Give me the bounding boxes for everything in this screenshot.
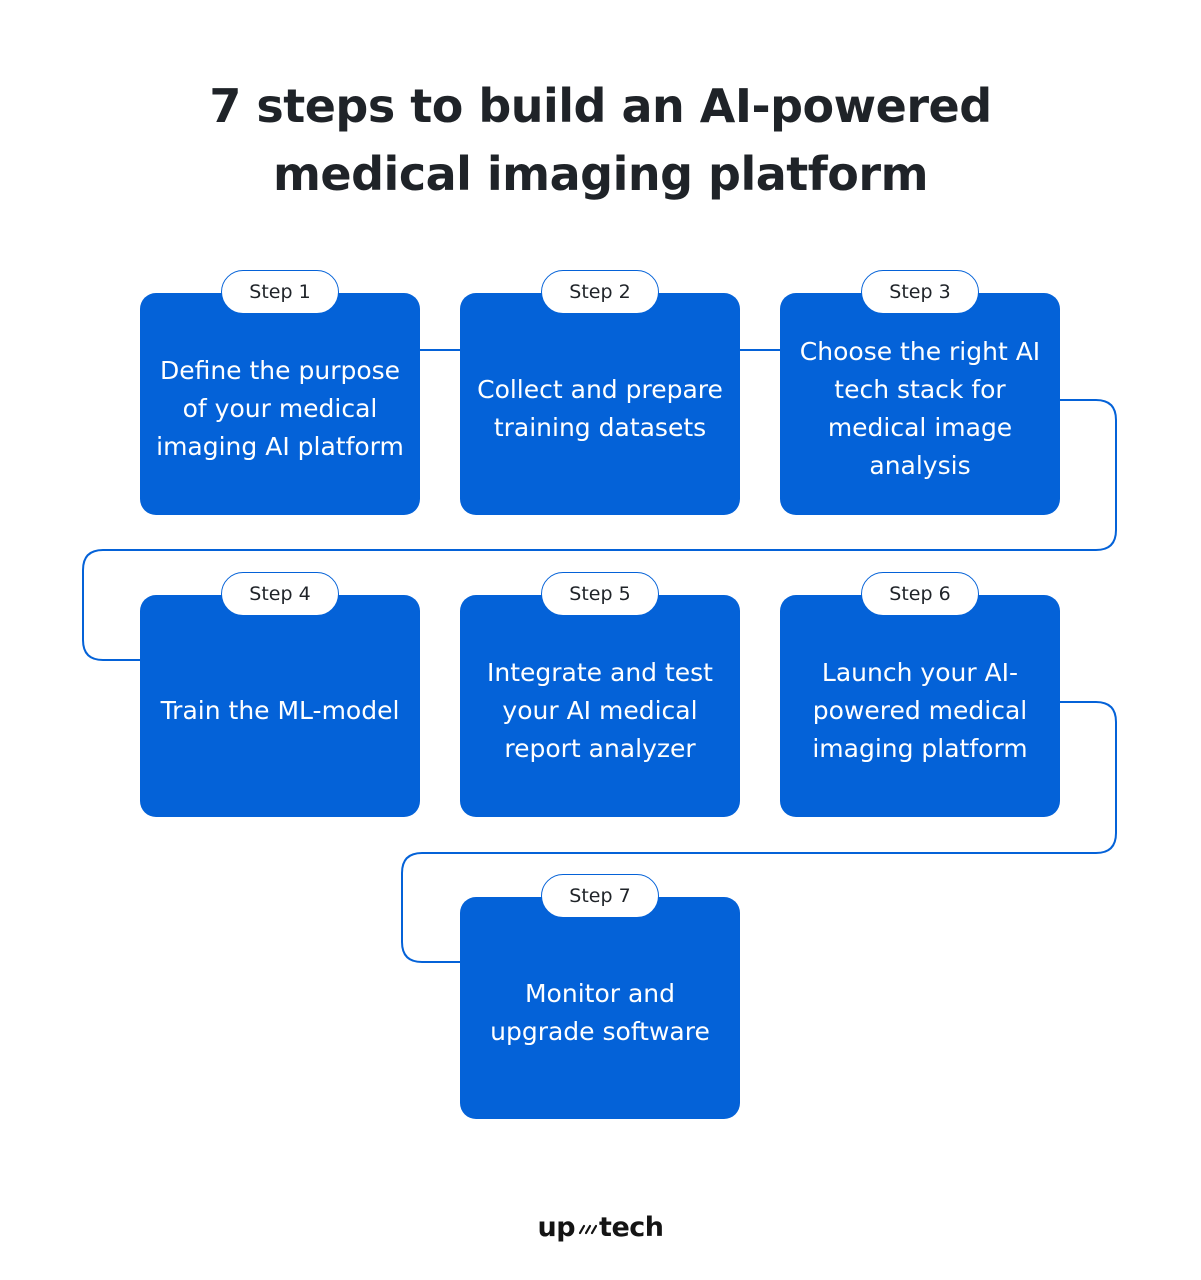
step-4-badge: Step 4 [221, 572, 339, 616]
logo-mark-icon [578, 1224, 598, 1234]
step-2-card: Collect and prepare training datasets [460, 293, 740, 515]
step-4-card: Train the ML-model [140, 595, 420, 817]
step-1-text: Define the purpose of your medical imagi… [156, 356, 404, 461]
title-line-2: medical imaging platform [273, 147, 929, 201]
step-7-card: Monitor and upgrade software [460, 897, 740, 1119]
page-title: 7 steps to build an AI-powered medical i… [0, 72, 1201, 208]
step-1-card: Define the purpose of your medical imagi… [140, 293, 420, 515]
step-6-text: Launch your AI-powered medical imaging p… [812, 658, 1028, 763]
step-7-text: Monitor and upgrade software [490, 979, 710, 1046]
step-2-text: Collect and prepare training datasets [477, 375, 723, 442]
step-5-text: Integrate and test your AI medical repor… [487, 658, 713, 763]
step-7-badge: Step 7 [541, 874, 659, 918]
step-1-badge: Step 1 [221, 270, 339, 314]
step-6-badge: Step 6 [861, 572, 979, 616]
step-5-card: Integrate and test your AI medical repor… [460, 595, 740, 817]
connector-step3-step4 [82, 399, 1117, 661]
step-5-badge: Step 5 [541, 572, 659, 616]
logo-text-left: up [537, 1212, 576, 1243]
step-3-text: Choose the right AI tech stack for medic… [799, 337, 1041, 480]
step-4-text: Train the ML-model [160, 696, 400, 725]
step-3-badge: Step 3 [861, 270, 979, 314]
title-line-1: 7 steps to build an AI-powered [209, 79, 992, 133]
logo-text-right: tech [599, 1212, 664, 1243]
connector-step6-step7 [401, 701, 1117, 963]
step-6-card: Launch your AI-powered medical imaging p… [780, 595, 1060, 817]
step-2-badge: Step 2 [541, 270, 659, 314]
step-3-card: Choose the right AI tech stack for medic… [780, 293, 1060, 515]
